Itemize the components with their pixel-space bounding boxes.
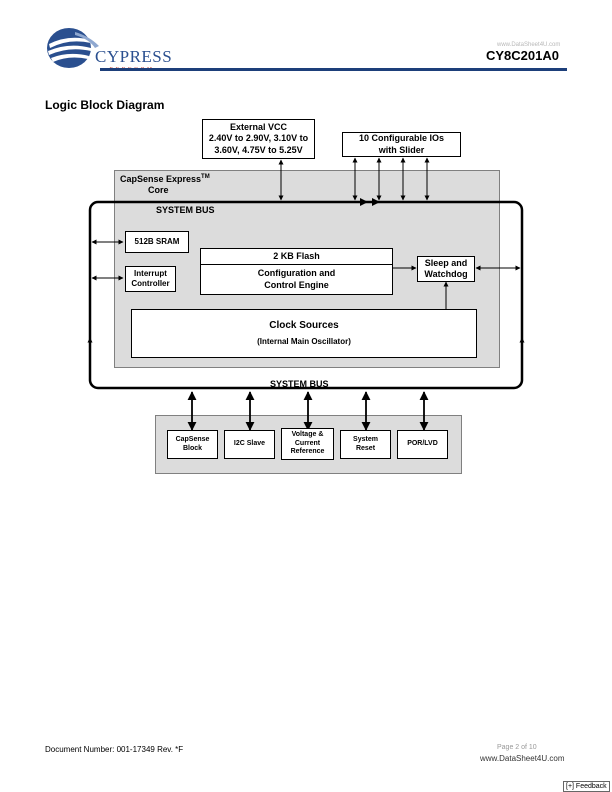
feedback-button[interactable]: [+] Feedback <box>563 781 610 792</box>
ios-title: 10 Configurable IOs <box>358 133 445 144</box>
interrupt-label-2: Controller <box>131 279 170 288</box>
voltage-label-2: Current <box>294 439 321 447</box>
capsense-label-1: CapSense <box>175 435 210 443</box>
voltage-label-1: Voltage & <box>291 430 324 438</box>
clock-title: Clock Sources <box>269 320 339 332</box>
cypress-globe-icon <box>47 28 99 68</box>
system-bus-loop <box>88 200 524 390</box>
core-label-line2: Core <box>148 185 169 195</box>
document-id: CY8C201A0 <box>486 48 559 63</box>
header-rule <box>100 68 567 71</box>
system-reset-box: System Reset <box>340 430 391 459</box>
interrupt-controller-box: Interrupt Controller <box>125 266 176 292</box>
core-label: CapSense ExpressTM <box>120 174 210 184</box>
por-lvd-box: POR/LVD <box>397 430 448 459</box>
system-bus-inner-label: SYSTEM BUS <box>156 205 215 215</box>
core-trademark: TM <box>201 174 210 180</box>
config-label-1: Configuration and <box>257 268 336 279</box>
i2c-slave-box: I2C Slave <box>224 430 275 459</box>
bus-arrow-right-2 <box>372 198 380 206</box>
sram-box: 512B SRAM <box>125 231 189 253</box>
sleep-label-1: Sleep and <box>424 257 468 268</box>
core-label-name: CapSense Express <box>120 174 202 184</box>
ios-subtitle: with Slider <box>378 144 425 155</box>
header-watermark: www.DataSheet4U.com <box>497 42 561 48</box>
clock-subtitle: (Internal Main Oscillator) <box>257 336 351 346</box>
voltage-label-3: Reference <box>290 448 325 456</box>
reset-label-1: System <box>353 435 378 443</box>
flash-label: 2 KB Flash <box>273 250 320 261</box>
capsense-label-2: Block <box>182 444 203 452</box>
config-engine-box: Configuration and Control Engine <box>200 264 393 295</box>
capsense-block-box: CapSense Block <box>167 430 218 459</box>
footer-site: www.DataSheet4U.com <box>480 754 565 763</box>
footer-doc-number: Document Number: 001-17349 Rev. *F <box>45 745 184 754</box>
logo-wordmark: CYPRESS <box>95 47 173 66</box>
external-vcc-box: External VCC 2.40V to 2.90V, 3.10V to 3.… <box>202 119 315 159</box>
flash-box: 2 KB Flash <box>200 248 393 265</box>
bus-arrow-right-1 <box>360 198 368 206</box>
reset-label-2: Reset <box>355 444 376 452</box>
external-vcc-range-2: 3.60V, 4.75V to 5.25V <box>214 144 303 155</box>
footer-page-number: Page 2 of 10 <box>497 744 537 751</box>
system-bus-outer-label: SYSTEM BUS <box>270 379 329 389</box>
sleep-watchdog-box: Sleep and Watchdog <box>417 256 475 282</box>
sleep-label-2: Watchdog <box>424 269 468 279</box>
external-vcc-title: External VCC <box>229 122 288 133</box>
voltage-reference-box: Voltage & Current Reference <box>281 428 334 460</box>
configurable-ios-box: 10 Configurable IOs with Slider <box>342 132 461 157</box>
interrupt-label-1: Interrupt <box>134 269 167 278</box>
section-title: Logic Block Diagram <box>45 98 165 112</box>
por-label: POR/LVD <box>407 440 438 448</box>
config-label-2: Control Engine <box>264 279 329 290</box>
i2c-label: I2C Slave <box>233 440 266 448</box>
sram-label: 512B SRAM <box>134 237 180 246</box>
clock-sources-box: Clock Sources (Internal Main Oscillator) <box>131 309 477 358</box>
external-vcc-range-1: 2.40V to 2.90V, 3.10V to <box>208 133 309 144</box>
